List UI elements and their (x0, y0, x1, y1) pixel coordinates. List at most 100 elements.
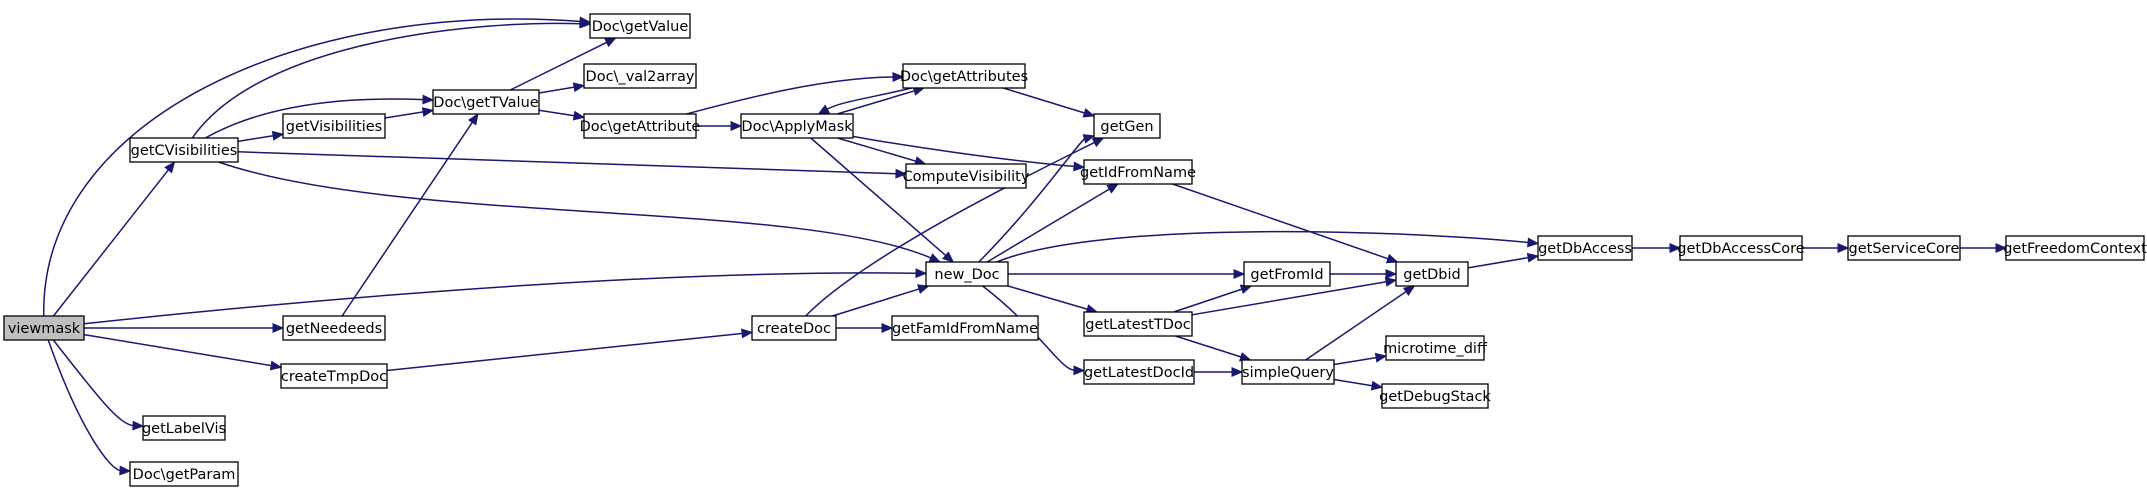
arrow-head (119, 465, 132, 476)
edge-viewmask-to-createTmpDoc (83, 333, 283, 371)
edge-line (810, 137, 947, 257)
arrow-head (269, 360, 283, 371)
edge-getLatestDocId-to-simpleQuery (1194, 367, 1244, 377)
arrow-head (422, 94, 435, 105)
node-box (142, 415, 226, 441)
node-label: getGen (1100, 119, 1153, 135)
node-getFromId[interactable]: getFromId (1243, 261, 1331, 287)
node-getDebugStack[interactable]: getDebugStack (1379, 383, 1491, 409)
arrow-head (572, 110, 586, 121)
arrow-head (1082, 108, 1096, 118)
arrow-head (1073, 365, 1086, 376)
node-box (432, 89, 540, 115)
edge-line (825, 87, 913, 111)
node-getVisibilities[interactable]: getVisibilities (282, 113, 386, 139)
node-getServiceCore[interactable]: getServiceCore (1847, 235, 1961, 261)
node-label: Doc\_val2array (586, 69, 695, 85)
arrow-head (730, 121, 743, 131)
node-label: getDbAccess (1538, 241, 1632, 257)
node-label: viewmask (8, 321, 81, 337)
node-label: Doc\getTValue (433, 95, 538, 111)
node-box (740, 113, 854, 139)
edge-line (982, 285, 1076, 372)
node-label: Doc\getAttribute (580, 119, 701, 135)
node-getIdFromName[interactable]: getIdFromName (1080, 159, 1196, 185)
arrow-head (892, 72, 905, 82)
node-getLatestDocId[interactable]: getLatestDocId (1083, 359, 1195, 385)
node-DocApplyMask[interactable]: Doc\ApplyMask (740, 113, 854, 139)
node-DocgetValue[interactable]: Doc\getValue (589, 13, 691, 39)
node-label: createDoc (757, 321, 831, 337)
node-box (1241, 359, 1335, 385)
node-box (1847, 235, 1961, 261)
node-box (905, 163, 1027, 189)
node-getFreedomContext[interactable]: getFreedomContext (2003, 235, 2147, 261)
edge-DocgetAttributes-to-DocApplyMask (817, 87, 913, 115)
node-box (902, 63, 1026, 89)
node-getLatestTDoc[interactable]: getLatestTDoc (1083, 311, 1193, 337)
node-getDbid[interactable]: getDbid (1395, 261, 1469, 287)
node-label: Doc\getParam (133, 467, 236, 483)
edge-DocgetTValue-to-DocgetAttribute (538, 109, 586, 121)
node-label: microtime_diff (1383, 341, 1488, 357)
node-label: simpleQuery (1242, 365, 1334, 381)
edge-createTmpDoc-to-createDoc (386, 328, 754, 372)
node-createTmpDoc[interactable]: createTmpDoc (280, 363, 388, 389)
node-label: getFromId (1250, 267, 1323, 283)
edge-getIdFromName-to-getDbid (1172, 183, 1399, 264)
arrow-head (1231, 367, 1244, 377)
edge-line (237, 151, 898, 175)
arrow-head (1233, 269, 1246, 279)
node-viewmask[interactable]: viewmask (3, 315, 85, 341)
edge-DocApplyMask-to-newDoc (810, 137, 955, 263)
edge-getDbAccess-to-getDbAccessCore (1632, 243, 1682, 253)
node-Docval2array[interactable]: Doc\_val2array (583, 63, 697, 89)
edge-getDbAccessCore-to-getServiceCore (1802, 243, 1850, 253)
node-newDoc[interactable]: new_Doc (925, 261, 1009, 287)
node-getGen[interactable]: getGen (1093, 113, 1161, 139)
arrow-head (928, 253, 942, 263)
node-box (280, 363, 388, 389)
arrow-head (1526, 252, 1540, 263)
node-label: getLabelVis (142, 421, 226, 437)
node-getDbAccessCore[interactable]: getDbAccessCore (1677, 235, 1805, 261)
edge-createDoc-to-newDoc (832, 284, 930, 317)
arrow-head (272, 323, 285, 333)
node-ComputeVisibility[interactable]: ComputeVisibility (903, 163, 1030, 189)
node-DocgetAttribute[interactable]: Doc\getAttribute (580, 113, 701, 139)
edge-DocApplyMask-to-DocgetAttributes (836, 86, 926, 115)
arrow-head (917, 284, 930, 294)
edge-getCVisibilities-to-DocgetTValue (204, 94, 435, 139)
node-getNeedeeds[interactable]: getNeedeeds (282, 315, 386, 341)
edge-viewmask-to-getLabelVis (52, 339, 145, 431)
arrow-head (1527, 237, 1540, 248)
edge-line (837, 137, 918, 163)
node-box (1083, 159, 1193, 185)
node-DocgetTValue[interactable]: Doc\getTValue (432, 89, 540, 115)
arrow-head (579, 18, 592, 29)
node-DocgetParam[interactable]: Doc\getParam (129, 461, 239, 487)
node-box (2005, 235, 2145, 261)
arrow-head (572, 82, 586, 93)
node-box (751, 315, 837, 341)
node-label: getNeedeeds (286, 321, 382, 337)
edge-DocgetAttributes-to-getGen (1002, 87, 1096, 118)
arrow-head (881, 323, 894, 333)
node-getDbAccess[interactable]: getDbAccess (1537, 235, 1633, 261)
node-label: getDbid (1403, 267, 1460, 283)
edge-line (52, 339, 135, 427)
node-simpleQuery[interactable]: simpleQuery (1241, 359, 1335, 385)
node-microtimediff[interactable]: microtime_diff (1383, 335, 1488, 361)
node-createDoc[interactable]: createDoc (751, 315, 837, 341)
arrow-head (1995, 243, 2008, 253)
edge-getLatestTDoc-to-getDbid (1191, 277, 1398, 316)
node-getCVisibilities[interactable]: getCVisibilities (129, 137, 239, 163)
node-DocgetAttributes[interactable]: Doc\getAttributes (900, 63, 1028, 89)
node-getLabelVis[interactable]: getLabelVis (142, 415, 226, 441)
edge-getLatestTDoc-to-simpleQuery (1175, 335, 1252, 362)
node-box (1395, 261, 1469, 287)
arrow-head (1837, 243, 1850, 253)
node-getFamIdFromName[interactable]: getFamIdFromName (891, 315, 1039, 341)
edge-viewmask-to-DocgetValue (43, 16, 592, 317)
